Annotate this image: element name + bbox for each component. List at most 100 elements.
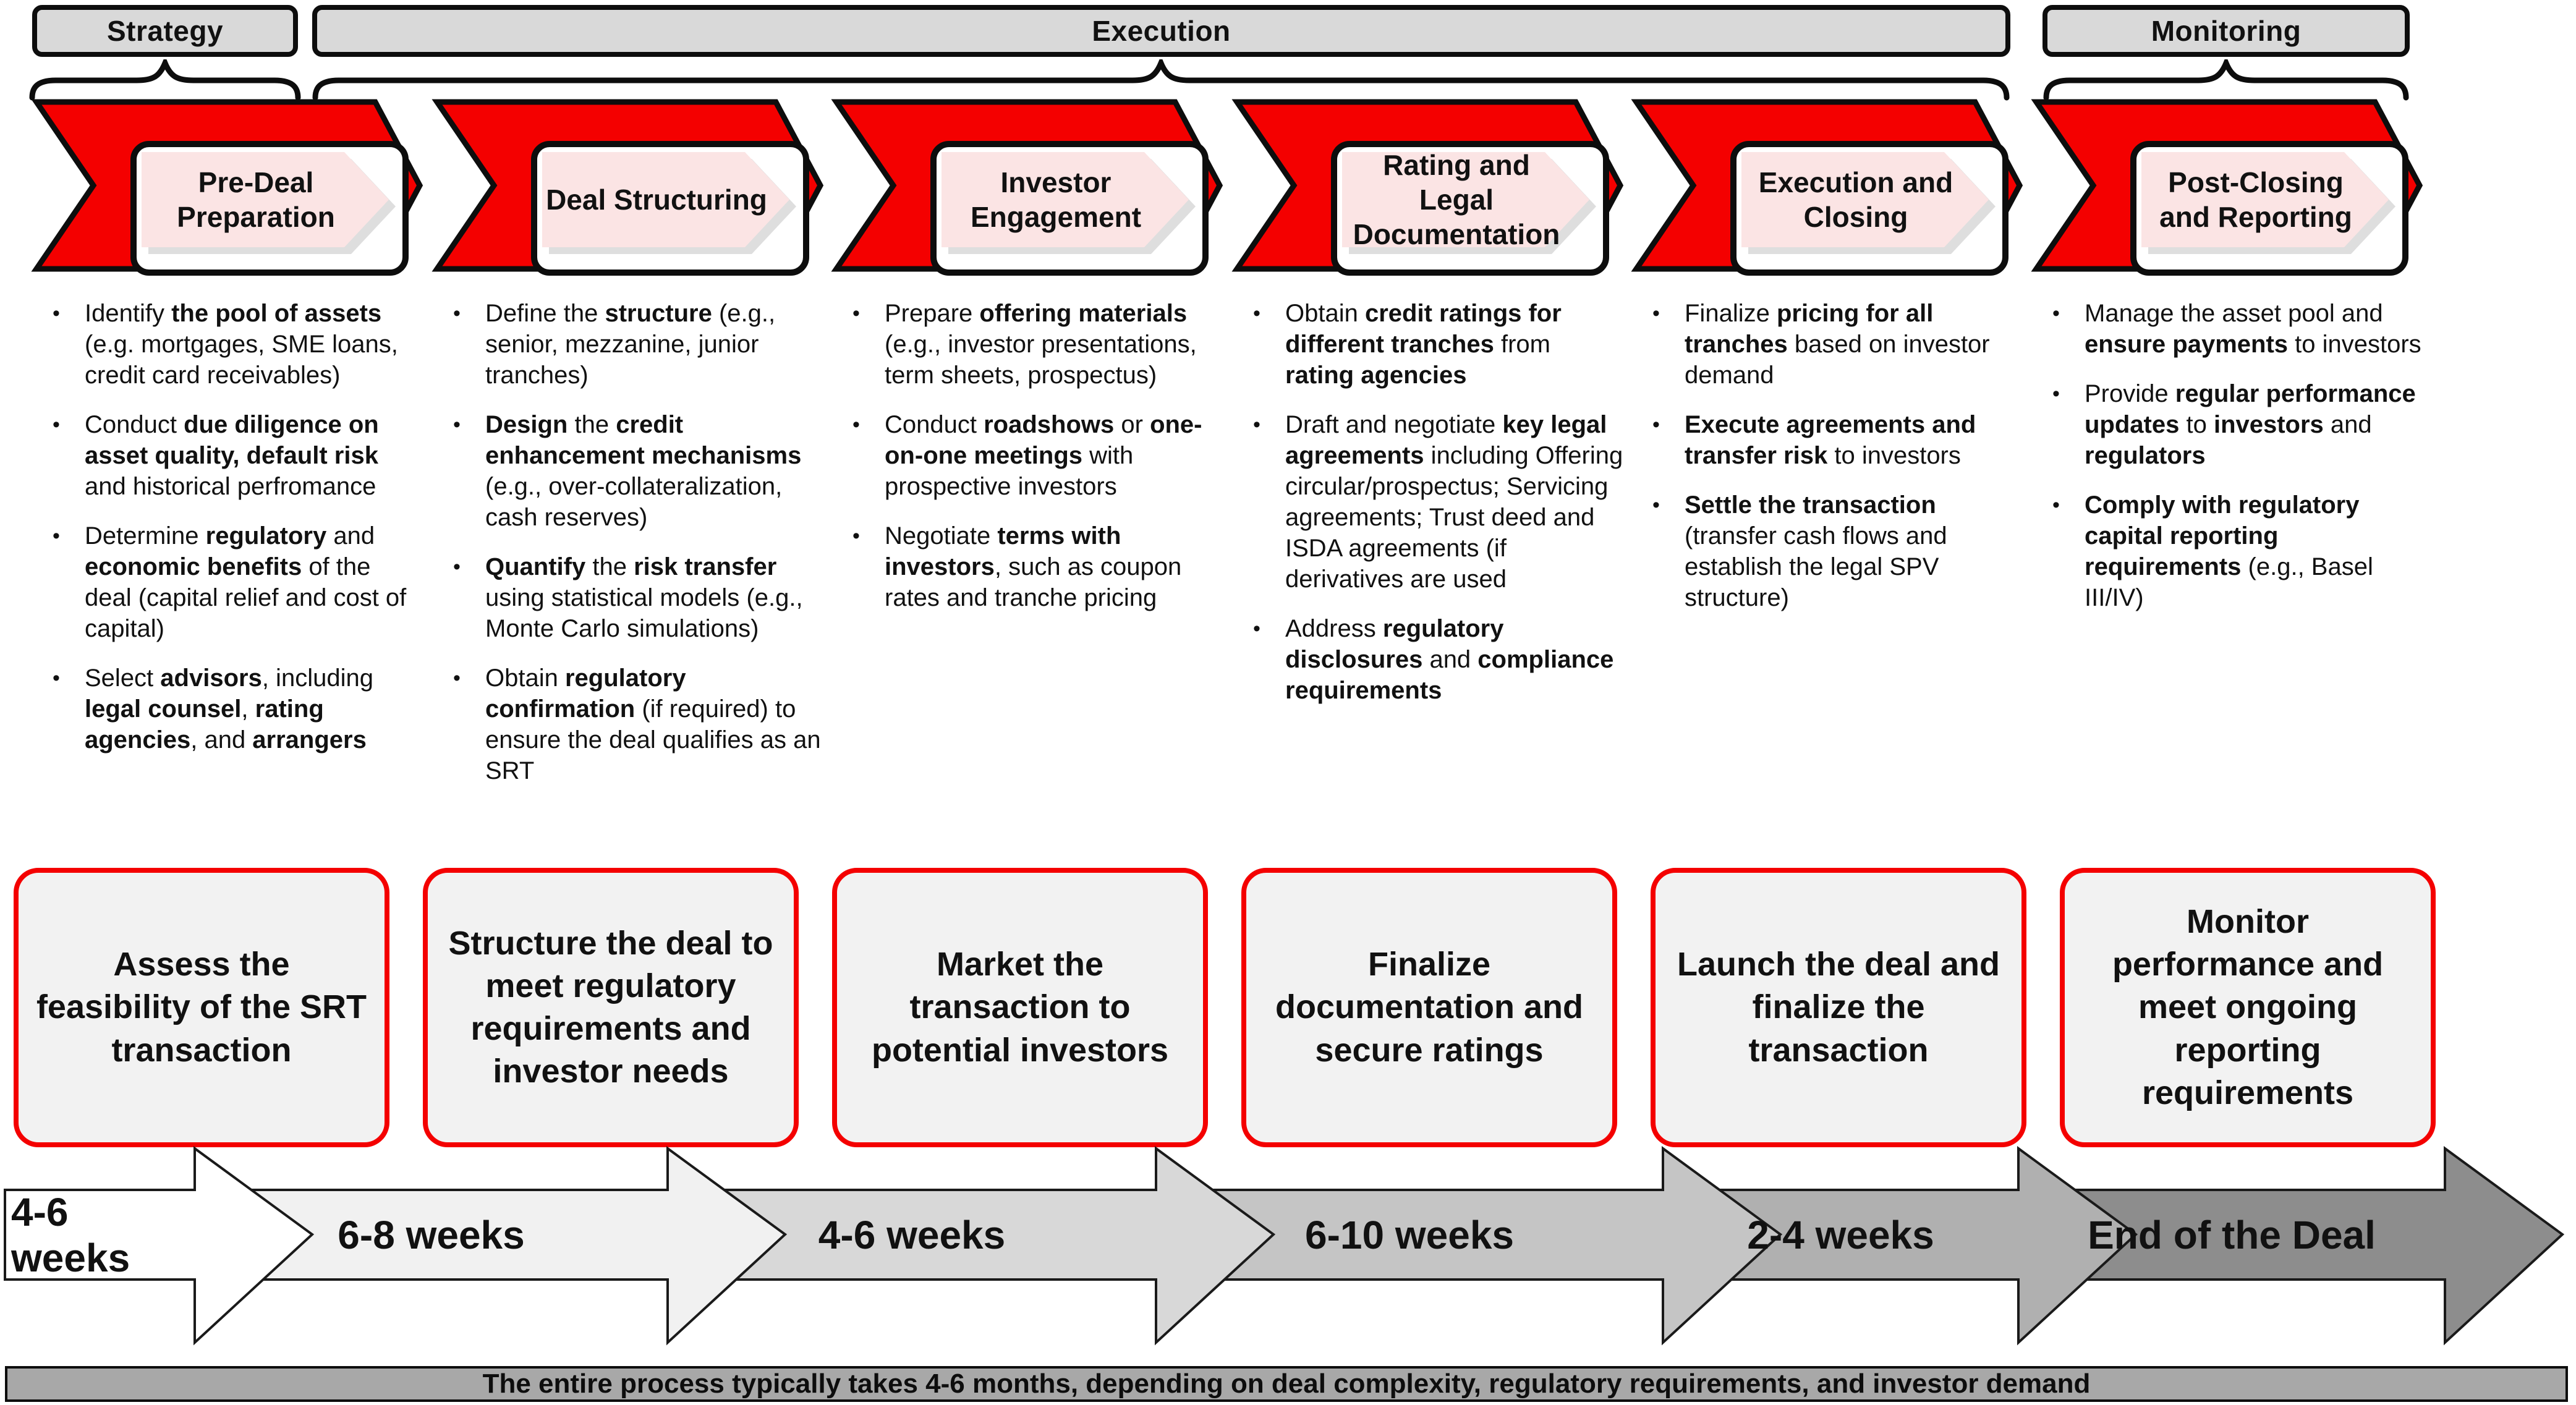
pink-arrow-shape	[942, 152, 1189, 247]
strategy-brace	[29, 59, 301, 101]
bullet-item: •Determine regulatory and economic benef…	[53, 520, 423, 644]
stage-bullets-column-4: •Obtain credit ratings for different tra…	[1253, 298, 1624, 724]
timeline-segment-2	[193, 1146, 788, 1346]
summary-text: Monitor performance and meet ongoing rep…	[2112, 903, 2384, 1111]
bullet-marker: •	[53, 302, 60, 325]
summary-text: Market the transaction to potential inve…	[871, 946, 1169, 1069]
phase-box-execution: Execution	[312, 5, 2010, 57]
duration-label-1: 4-6 weeks	[11, 1189, 130, 1280]
timeline-arrow-band	[4, 1146, 2565, 1346]
bullet-marker: •	[53, 666, 60, 690]
bullet-marker: •	[453, 666, 461, 690]
bullet-item: •Identify the pool of assets (e.g. mortg…	[53, 298, 423, 391]
stage-title: Rating and Legal Documentation	[1353, 148, 1560, 251]
bullet-item: •Select advisors, including legal counse…	[53, 663, 423, 755]
bullet-marker: •	[453, 302, 461, 325]
timeline-segment-4	[1155, 1146, 1783, 1346]
stage-bullets-column-3: •Prepare offering materials (e.g., inves…	[852, 298, 1223, 632]
stage-title: Deal Structuring	[546, 183, 767, 216]
pink-arrow-shape	[142, 152, 389, 247]
bullet-item: •Obtain credit ratings for different tra…	[1253, 298, 1624, 391]
bullet-marker: •	[2052, 302, 2060, 325]
bullet-item: •Conduct roadshows or one-on-one meeting…	[852, 409, 1223, 502]
stage-title-box-5: Execution and Closing	[1730, 141, 2009, 276]
summary-text: Assess the feasibility of the SRT transa…	[36, 946, 367, 1069]
bullet-item: •Comply with regulatory capital reportin…	[2052, 490, 2423, 613]
bullet-marker: •	[453, 555, 461, 579]
bullet-marker: •	[1253, 413, 1260, 436]
bullet-item: •Obtain regulatory confirmation (if requ…	[453, 663, 824, 786]
timeline-segment-1	[4, 1146, 315, 1346]
bullet-marker: •	[1253, 302, 1260, 325]
bullet-marker: •	[53, 413, 60, 436]
duration-label-3: 4-6 weeks	[818, 1212, 1006, 1257]
summary-text: Structure the deal to meet regulatory re…	[448, 924, 773, 1090]
bullet-item: •Conduct due diligence on asset quality,…	[53, 409, 423, 502]
stage-title: Execution and Closing	[1758, 166, 1953, 233]
stage-title: Investor Engagement	[970, 166, 1142, 233]
execution-brace	[312, 59, 2010, 101]
pink-arrow-shape	[2141, 152, 2389, 247]
duration-label-6: End of the Deal	[2088, 1212, 2376, 1257]
bullet-item: •Draft and negotiate key legal agreement…	[1253, 409, 1624, 595]
stage-bullets-column-5: •Finalize pricing for all tranches based…	[1652, 298, 2023, 632]
footer-note-text: The entire process typically takes 4-6 m…	[482, 1369, 2091, 1399]
duration-label-4: 6-10 weeks	[1304, 1212, 1515, 1257]
bullet-marker: •	[2052, 382, 2060, 405]
stage-bullets-column-6: •Manage the asset pool and ensure paymen…	[2052, 298, 2423, 632]
bullet-item: •Quantify the risk transfer using statis…	[453, 551, 824, 644]
summary-text: Finalize documentation and secure rating…	[1275, 946, 1583, 1069]
phase-label: Execution	[1092, 15, 1231, 47]
stage-title-box-1: Pre-Deal Preparation	[130, 141, 409, 276]
stage-title-box-4: Rating and Legal Documentation	[1331, 141, 1609, 276]
summary-box-4: Finalize documentation and secure rating…	[1241, 868, 1617, 1147]
stage-title-box-6: Post-Closing and Reporting	[2130, 141, 2408, 276]
phase-box-strategy: Strategy	[32, 5, 298, 57]
stage-title-box-3: Investor Engagement	[930, 141, 1209, 276]
stage-title: Pre-Deal Preparation	[177, 166, 335, 233]
stage-bullets-column-2: •Define the structure (e.g., senior, mez…	[453, 298, 824, 805]
phase-label: Strategy	[106, 15, 224, 47]
pink-arrow-shape	[1741, 152, 1989, 247]
bullet-marker: •	[1652, 413, 1660, 436]
bullet-marker: •	[1652, 302, 1660, 325]
pink-arrow-shape	[542, 152, 789, 247]
bullet-item: •Finalize pricing for all tranches based…	[1652, 298, 2023, 391]
summary-box-5: Launch the deal and finalize the transac…	[1651, 868, 2026, 1147]
stage-bullets-column-1: •Identify the pool of assets (e.g. mortg…	[53, 298, 423, 774]
bullet-marker: •	[1652, 493, 1660, 517]
bullet-item: •Execute agreements and transfer risk to…	[1652, 409, 2023, 471]
pink-arrow-shape	[1342, 152, 1589, 247]
stage-title-box-2: Deal Structuring	[531, 141, 809, 276]
phase-label: Monitoring	[2151, 15, 2302, 47]
footer-note-bar: The entire process typically takes 4-6 m…	[5, 1366, 2568, 1402]
bullet-item: •Design the credit enhancement mechanism…	[453, 409, 824, 533]
summary-box-1: Assess the feasibility of the SRT transa…	[14, 868, 389, 1147]
bullet-item: •Negotiate terms with investors, such as…	[852, 520, 1223, 613]
bullet-item: •Prepare offering materials (e.g., inves…	[852, 298, 1223, 391]
duration-label-2: 6-8 weeks	[338, 1212, 525, 1257]
bullet-marker: •	[453, 413, 461, 436]
bullet-item: •Provide regular performance updates to …	[2052, 378, 2423, 471]
timeline-segment-6	[2017, 1146, 2565, 1346]
bullet-marker: •	[1253, 617, 1260, 640]
phase-box-monitoring: Monitoring	[2043, 5, 2410, 57]
bullet-marker: •	[852, 524, 860, 548]
summary-box-3: Market the transaction to potential inve…	[832, 868, 1208, 1147]
timeline-segment-3	[666, 1146, 1276, 1346]
phase-braces	[29, 59, 2409, 101]
bullet-item: •Manage the asset pool and ensure paymen…	[2052, 298, 2423, 360]
bullet-marker: •	[53, 524, 60, 548]
bullet-marker: •	[852, 413, 860, 436]
duration-label-5: 2-4 weeks	[1747, 1212, 1934, 1257]
bullet-item: •Address regulatory disclosures and comp…	[1253, 613, 1624, 706]
bullet-marker: •	[2052, 493, 2060, 517]
stage-title: Post-Closing and Reporting	[2159, 166, 2352, 233]
monitoring-brace	[2043, 59, 2409, 101]
summary-box-6: Monitor performance and meet ongoing rep…	[2060, 868, 2436, 1147]
summary-text: Launch the deal and finalize the transac…	[1677, 946, 2000, 1069]
summary-box-2: Structure the deal to meet regulatory re…	[423, 868, 799, 1147]
bullet-item: •Define the structure (e.g., senior, mez…	[453, 298, 824, 391]
bullet-item: •Settle the transaction (transfer cash f…	[1652, 490, 2023, 613]
bullet-marker: •	[852, 302, 860, 325]
